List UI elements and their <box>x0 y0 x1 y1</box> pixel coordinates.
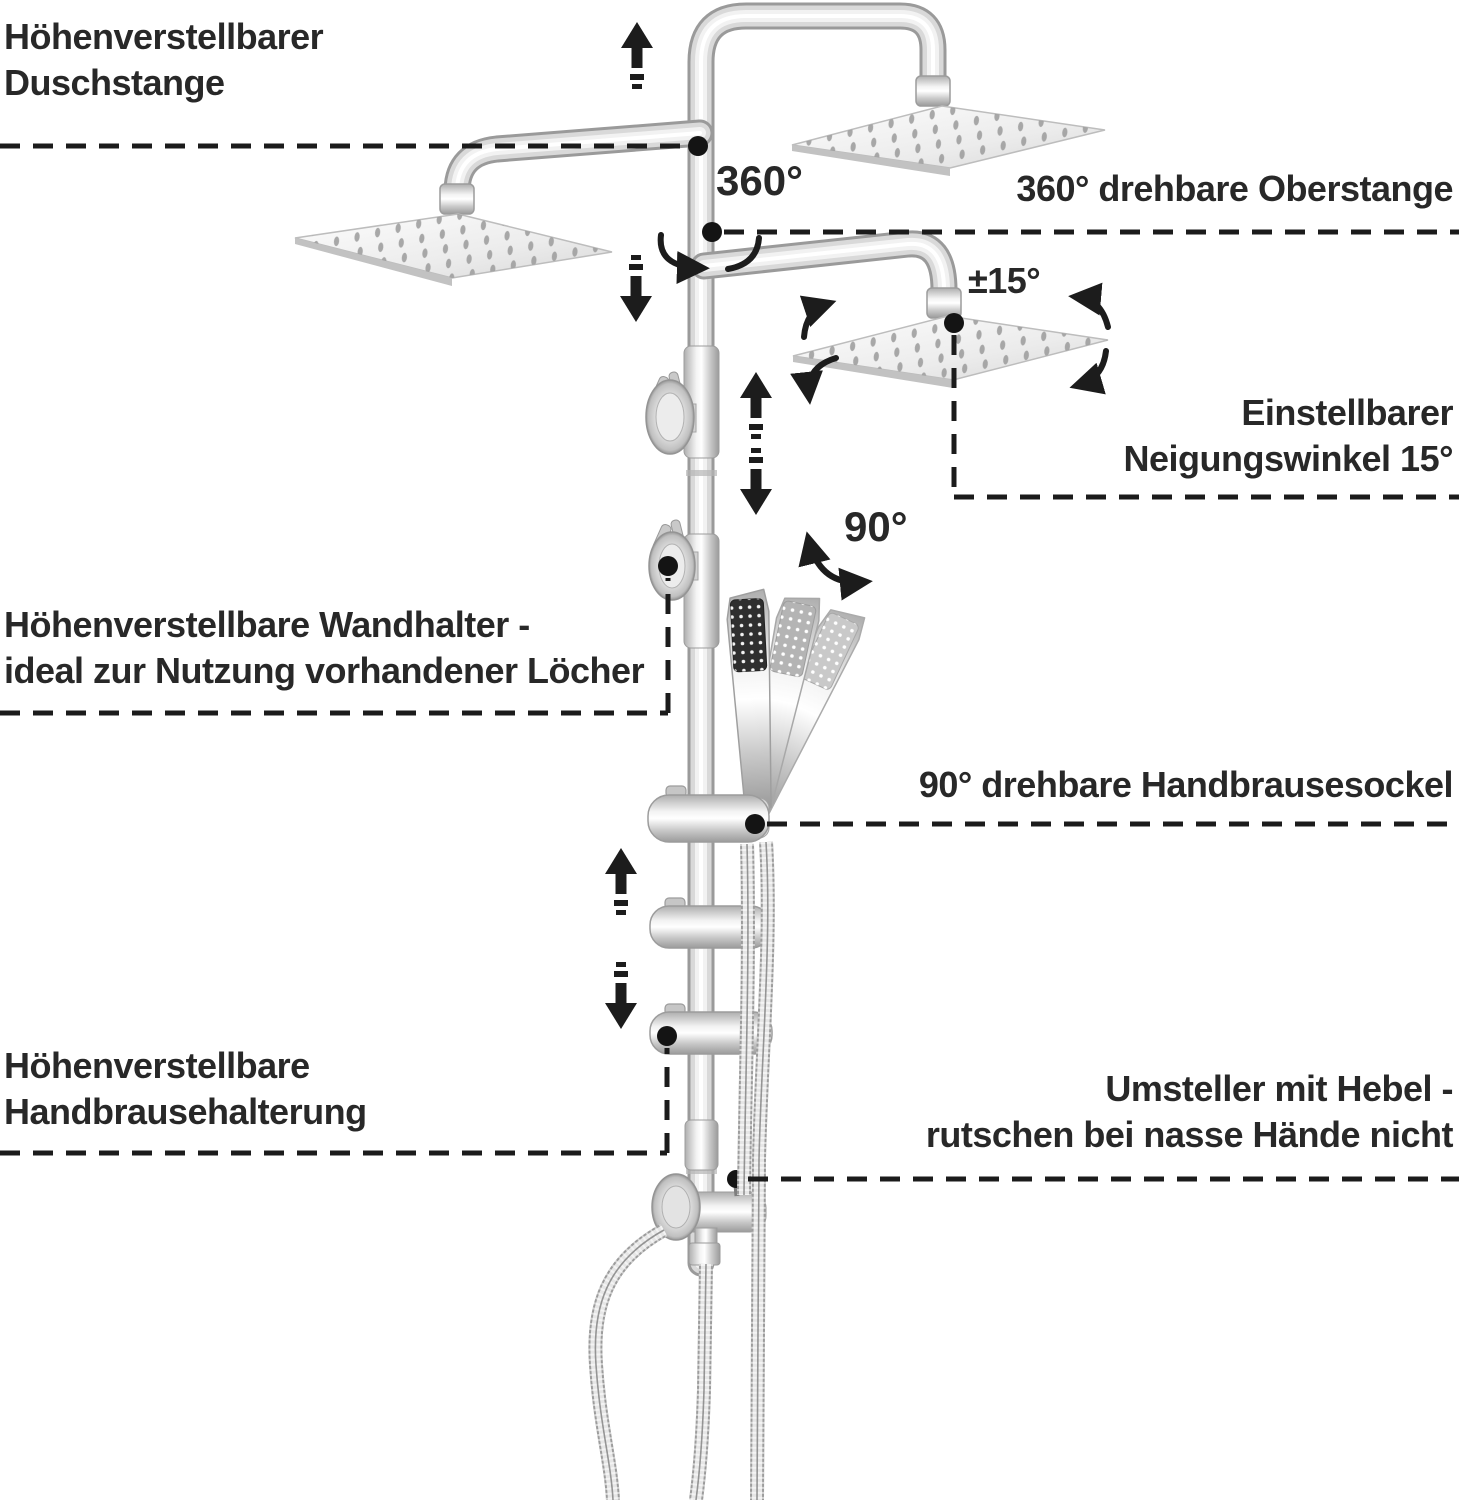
label-oberstange: 360° drehbare Oberstange <box>1016 168 1453 209</box>
height-arrows-middle <box>740 372 772 515</box>
rain-head-right <box>791 105 1106 176</box>
callout-line-neigungswinkel <box>951 335 1459 500</box>
callout-dot-oberstange <box>702 222 722 242</box>
pole-rotation-arrow <box>657 232 762 284</box>
label-wandhalter: Höhenverstellbare Wandhalter - ideal zur… <box>4 602 645 694</box>
label-wandhalter-line1: Höhenverstellbare Wandhalter - <box>4 604 530 645</box>
callout-dot-duschstange <box>688 136 708 156</box>
label-neigungswinkel: Einstellbarer Neigungswinkel 15° <box>1123 390 1454 482</box>
hose-left-loop <box>588 1223 668 1500</box>
hose-nut <box>688 1242 721 1266</box>
tilt-arrows <box>790 282 1111 405</box>
label-wandhalter-line2: ideal zur Nutzung vorhandener Löcher <box>4 650 645 691</box>
label-handbrausehalterung-line2: Handbrausehalterung <box>4 1091 367 1132</box>
shower-hoses <box>588 841 775 1500</box>
callout-dot-neigungswinkel <box>944 313 964 333</box>
label-handbrausesockel: 90° drehbare Handbrausesockel <box>918 764 1454 805</box>
rain-head-top-connector <box>915 75 951 107</box>
badge-90: 90° <box>844 503 908 550</box>
hose-right-inner <box>737 843 755 1196</box>
rain-head-left <box>294 213 613 286</box>
label-duschstange-line1: Höhenverstellbarer <box>4 16 324 57</box>
label-handbrausehalterung: Höhenverstellbare Handbrausehalterung <box>4 1043 367 1135</box>
wall-bracket-upper <box>645 371 697 455</box>
hand-shower-position-1 <box>726 588 772 810</box>
callout-line-wandhalter <box>0 578 671 716</box>
badge-360-pole: 360° <box>716 157 803 204</box>
label-handbrausehalterung-line1: Höhenverstellbare <box>4 1045 310 1086</box>
rain-head-tilt <box>792 315 1109 388</box>
slider-middle <box>649 897 771 949</box>
label-umsteller-line2: rutschen bei nasse Hände nicht <box>925 1114 1454 1155</box>
callout-dot-handbrausesockel <box>745 814 765 834</box>
callout-line-handbrausehalterung <box>0 1048 670 1156</box>
hand-shower-socket <box>647 785 770 843</box>
overhead-arm-right <box>704 244 962 319</box>
label-hoehenverstellbarer-duschstange: Höhenverstellbarer Duschstange <box>4 14 324 106</box>
hose-right-outer <box>750 841 775 1500</box>
label-umsteller: Umsteller mit Hebel - rutschen bei nasse… <box>925 1066 1454 1158</box>
label-neigungswinkel-line1: Einstellbarer <box>1241 392 1453 433</box>
label-umsteller-line1: Umsteller mit Hebel - <box>1105 1068 1453 1109</box>
label-duschstange-line2: Duschstange <box>4 62 225 103</box>
callout-dots <box>657 136 964 1046</box>
height-arrows-lower <box>605 848 637 1029</box>
hose-center <box>689 1263 713 1500</box>
badge-plusminus-15: ±15° <box>968 260 1041 301</box>
rain-head-left-connector <box>439 183 475 215</box>
hand-shower-wands <box>726 588 866 815</box>
label-neigungswinkel-line2: Neigungswinkel 15° <box>1123 438 1454 479</box>
callout-dot-wandhalter <box>658 556 678 576</box>
diverter-valve <box>651 1170 767 1266</box>
height-arrows-top <box>620 22 653 322</box>
handshower-swivel-arrow <box>798 531 873 601</box>
callout-dot-handbrausehalterung <box>657 1026 677 1046</box>
callout-lines <box>0 143 1459 1182</box>
